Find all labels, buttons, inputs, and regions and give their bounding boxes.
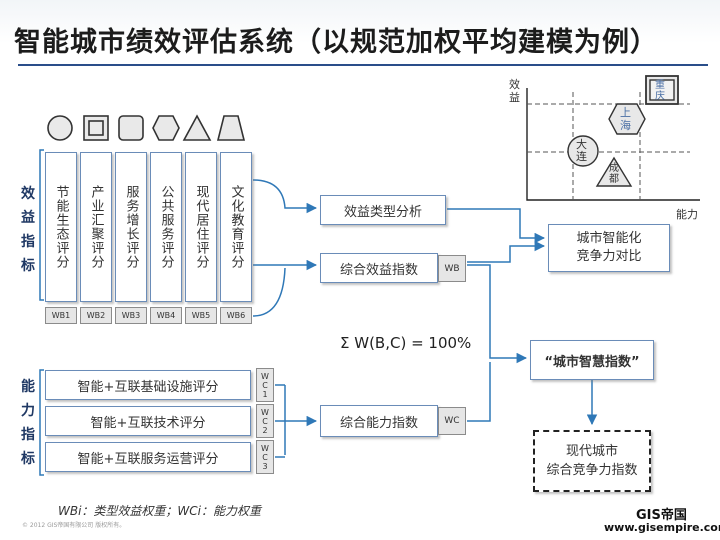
composite-benefit-box: 综合效益指数	[320, 253, 438, 283]
weight-code-wb4: WB4	[150, 307, 182, 324]
circle-icon	[47, 115, 73, 141]
city-label-chengdu: 成都	[609, 163, 619, 185]
title-divider	[18, 64, 708, 66]
scatter-axes	[526, 88, 700, 201]
hexagon-icon	[152, 115, 180, 141]
website-link[interactable]: www.gisempire.com	[604, 521, 720, 534]
weight-code-wb6: WB6	[220, 307, 252, 324]
benefit-indicator-1: 节能生态评分	[45, 152, 77, 302]
scatter-x-axis-label: 能力	[676, 208, 698, 221]
rounded-square-icon	[118, 115, 144, 141]
city-label-shanghai: 上海	[620, 106, 631, 132]
modern-city-index-box: 现代城市 综合竞争力指数	[533, 430, 651, 492]
weight-code-wb1: WB1	[45, 307, 77, 324]
capability-indicator-3: 智能+互联服务运营评分	[45, 442, 251, 472]
benefit-indicator-3: 服务增长评分	[115, 152, 147, 302]
capability-indicator-2: 智能+互联技术评分	[45, 406, 251, 436]
circle-marker-dalian	[567, 135, 599, 167]
weight-legend-note: WBi：类型效益权重；WCi：能力权重	[58, 504, 262, 518]
shape-icons	[47, 114, 246, 141]
city-label-dalian: 大连	[576, 138, 587, 163]
scatter-markers	[567, 75, 679, 187]
trapezoid-icon	[216, 115, 246, 141]
city-label-chongqing: 重庆	[655, 80, 665, 102]
composite-capability-box: 综合能力指数	[320, 405, 438, 437]
benefit-indicator-5: 现代居住评分	[185, 152, 217, 302]
gis-empire-logo: GIS帝国	[636, 508, 687, 523]
benefit-type-analysis-box: 效益类型分析	[320, 195, 446, 225]
weight-code-wb: WB	[438, 255, 466, 282]
benefit-indicator-2: 产业汇聚评分	[80, 152, 112, 302]
triangle-icon	[182, 114, 212, 141]
city-competitiveness-compare-box: 城市智能化 竞争力对比	[548, 224, 670, 272]
benefit-indicators-label: 效益 指标	[21, 186, 35, 274]
copyright-text: © 2012 GIS帝国有限公司 版权所有。	[22, 522, 126, 529]
capability-indicator-1: 智能+互联基础设施评分	[45, 370, 251, 400]
smart-city-index-box: “城市智慧指数”	[530, 340, 654, 380]
page-title: 智能城市绩效评估系统（以规范加权平均建模为例）	[14, 27, 658, 58]
weight-code-wc: WC	[438, 407, 466, 435]
scatter-y-axis-label: 效益	[509, 78, 520, 104]
weight-code-wb5: WB5	[185, 307, 217, 324]
benefit-indicator-4: 公共服务评分	[150, 152, 182, 302]
square-icon	[83, 115, 109, 141]
benefit-indicator-6: 文化教育评分	[220, 152, 252, 302]
capability-indicators-label: 能力 指标	[21, 379, 35, 467]
weight-code-wb2: WB2	[80, 307, 112, 324]
weight-formula: Σ W(B,C) = 100%	[340, 334, 472, 352]
weight-code-wb3: WB3	[115, 307, 147, 324]
triangle-marker-chengdu	[595, 156, 633, 187]
square-marker-chongqing	[645, 75, 679, 105]
hexagon-marker-shanghai	[608, 103, 646, 135]
